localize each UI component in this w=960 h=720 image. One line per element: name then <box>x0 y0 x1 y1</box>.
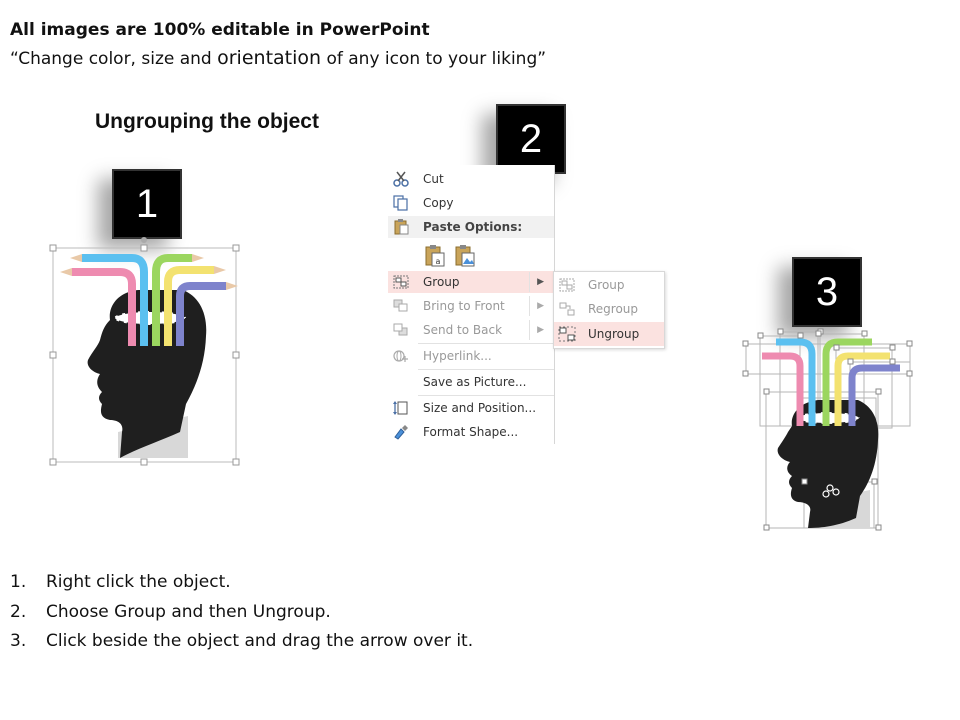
menu-item-label: Copy <box>423 196 454 210</box>
head-pencils-illustration-ungrouped[interactable] <box>740 322 920 532</box>
svg-text:a: a <box>436 257 441 266</box>
paste-picture-icon[interactable] <box>453 244 477 268</box>
submenu-item-regroup[interactable]: Regroup <box>554 297 664 321</box>
menu-item-save-as-picture[interactable]: Save as Picture... <box>388 369 554 393</box>
paste-icon <box>394 219 409 235</box>
submenu-item-ungroup[interactable]: Ungroup <box>554 322 664 346</box>
pencil-tubes <box>762 338 900 426</box>
step-box-3: 3 <box>792 257 862 327</box>
step-text: Choose Group and then Ungroup. <box>46 601 331 622</box>
menu-item-bring-to-front[interactable]: Bring to Front ▶ <box>388 295 554 317</box>
menu-item-group[interactable]: Group ▶ <box>388 271 554 293</box>
paste-keep-text-icon[interactable]: a <box>423 244 447 268</box>
paste-option-icons: a <box>423 244 483 270</box>
submenu-item-group[interactable]: Group <box>554 273 664 297</box>
menu-item-hyperlink[interactable]: Hyperlink... <box>388 343 554 367</box>
menu-separator <box>418 343 554 344</box>
copy-icon <box>393 195 408 211</box>
menu-item-label: Bring to Front <box>423 299 505 313</box>
menu-item-paste-options: Paste Options: <box>388 216 554 238</box>
pencil-tubes <box>72 254 226 346</box>
menu-item-label: Group <box>423 275 460 289</box>
selection-handles[interactable] <box>742 328 913 531</box>
header-line-2: “Change color, size and orientation of a… <box>10 47 546 69</box>
submenu-arrow-icon: ▶ <box>537 325 544 335</box>
header-line-2-emphasis: orientation <box>217 47 322 69</box>
menu-item-label: Save as Picture... <box>423 375 527 389</box>
menu-item-size-and-position[interactable]: Size and Position... <box>388 395 554 419</box>
step-text: Right click the object. <box>46 572 231 592</box>
instruction-step-2: 2. Choose Group and then Ungroup. <box>10 598 473 628</box>
instruction-list: 1. Right click the object. 2. Choose Group… <box>10 568 473 657</box>
format-shape-icon <box>394 425 408 440</box>
rotate-handle[interactable] <box>141 237 147 243</box>
submenu-separator <box>529 272 530 292</box>
menu-item-label: Cut <box>423 172 444 186</box>
menu-item-label: Send to Back <box>423 323 503 337</box>
menu-separator <box>418 369 554 370</box>
regroup-icon <box>559 302 575 316</box>
step-number: 2. <box>10 601 27 622</box>
head-pencils-illustration-grouped[interactable] <box>48 236 244 468</box>
hyperlink-icon <box>393 350 408 362</box>
submenu-separator <box>529 296 530 316</box>
menu-item-format-shape[interactable]: Format Shape... <box>388 421 554 443</box>
header-line-2-start: “Change color, size and <box>10 49 218 69</box>
submenu-item-label: Regroup <box>588 302 639 316</box>
selection-handles[interactable] <box>49 244 240 466</box>
submenu-arrow-icon: ▶ <box>537 277 544 287</box>
menu-item-label: Paste Options: <box>423 220 523 234</box>
instruction-step-3: 3. Click beside the object and drag the a… <box>10 627 473 657</box>
submenu-arrow-icon: ▶ <box>537 301 544 311</box>
rotate-handles[interactable] <box>822 484 840 498</box>
menu-separator <box>418 395 554 396</box>
menu-item-send-to-back[interactable]: Send to Back ▶ <box>388 319 554 341</box>
step-text: Click beside the object and drag the arr… <box>46 631 474 651</box>
scissors-icon <box>393 171 409 187</box>
group-icon <box>393 275 409 289</box>
step-box-2: 2 <box>496 104 566 174</box>
group-submenu: Group Regroup Ungroup <box>553 271 665 349</box>
menu-item-copy[interactable]: Copy <box>388 192 554 214</box>
header-line-1: All images are 100% editable in PowerPoi… <box>10 20 430 40</box>
ungroup-icon <box>558 326 576 342</box>
section-title: Ungrouping the object <box>95 110 319 133</box>
instruction-step-1: 1. Right click the object. <box>10 568 473 598</box>
step-box-1: 1 <box>112 169 182 239</box>
menu-item-cut[interactable]: Cut <box>388 168 554 190</box>
send-to-back-icon <box>393 323 408 336</box>
step-number: 3. <box>10 631 27 651</box>
header-line-2-end: of any icon to your liking” <box>321 49 547 69</box>
group-icon <box>559 278 575 292</box>
size-position-icon <box>393 401 408 415</box>
menu-item-label: Hyperlink... <box>423 349 492 363</box>
step-number: 1. <box>10 572 27 592</box>
pencil-tips <box>60 254 238 290</box>
menu-item-label: Format Shape... <box>423 425 519 439</box>
submenu-item-label: Ungroup <box>588 327 640 341</box>
context-menu: Cut Copy Paste Options: a Group ▶ Bring … <box>388 165 555 444</box>
bring-to-front-icon <box>393 299 408 312</box>
submenu-item-label: Group <box>588 278 625 292</box>
menu-item-label: Size and Position... <box>423 401 537 415</box>
head-silhouette <box>777 400 879 528</box>
head-opening <box>113 310 187 326</box>
submenu-separator <box>529 320 530 340</box>
